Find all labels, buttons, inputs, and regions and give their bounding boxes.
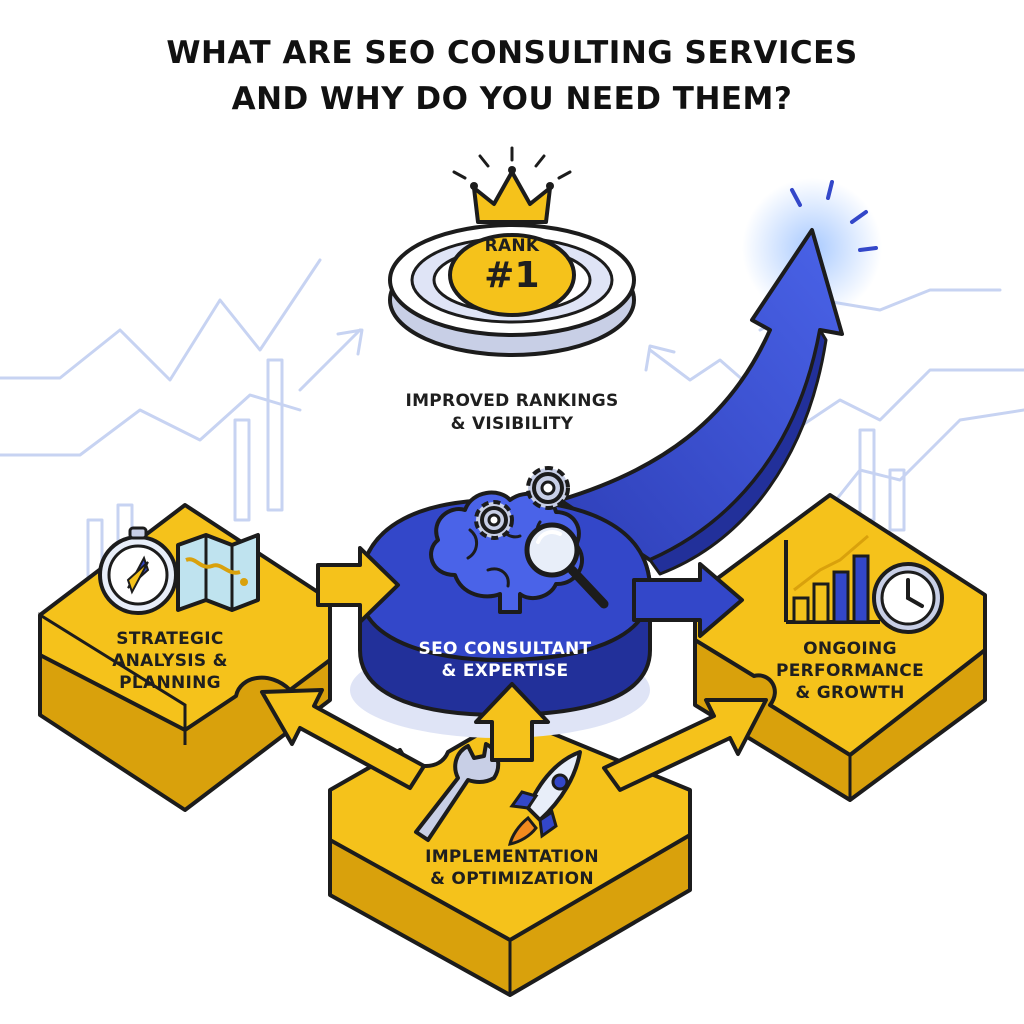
title-line-1: WHAT ARE SEO CONSULTING SERVICES [166, 35, 858, 71]
growth-puzzle-piece [693, 493, 987, 802]
implementation-label-line-1: IMPLEMENTATION [425, 847, 599, 867]
clock-icon [872, 562, 944, 634]
consultant-label-line-2: & EXPERTISE [441, 661, 569, 681]
growth-label-line-2: PERFORMANCE [775, 661, 924, 681]
title-line-2: AND WHY DO YOU NEED THEM? [231, 81, 793, 117]
goal-caption-line-1: IMPROVED RANKINGS [405, 391, 619, 411]
page-title: WHAT ARE SEO CONSULTING SERVICES AND WHY… [0, 30, 1024, 122]
strategy-label-line-3: PLANNING [119, 673, 221, 693]
growth-label: ONGOING PERFORMANCE & GROWTH [760, 638, 940, 704]
consultant-label-line-1: SEO CONSULTANT [418, 639, 592, 659]
compass-icon [98, 526, 178, 615]
growth-arrow [558, 178, 882, 576]
map-icon [176, 533, 260, 612]
goal-caption: IMPROVED RANKINGS & VISIBILITY [372, 390, 652, 436]
strategy-label-line-2: ANALYSIS & [112, 651, 228, 671]
arrow-consultant-to-growth [632, 562, 744, 638]
goal-caption-line-2: & VISIBILITY [450, 414, 574, 434]
rocket-icon [507, 750, 582, 846]
arrow-implementation-to-strategy [260, 688, 426, 790]
implementation-label: IMPLEMENTATION & OPTIMIZATION [400, 846, 624, 890]
arrow-implementation-to-growth [602, 698, 768, 792]
arrow-implementation-to-consultant [474, 682, 550, 762]
magnifier-icon [524, 522, 609, 609]
arrow-strategy-to-consultant [316, 546, 400, 624]
rank-number-text: #1 [484, 255, 540, 296]
strategy-label: STRATEGIC ANALYSIS & PLANNING [95, 628, 245, 694]
growth-label-line-1: ONGOING [803, 639, 897, 659]
growth-label-line-3: & GROWTH [795, 683, 905, 703]
strategy-label-line-1: STRATEGIC [116, 629, 224, 649]
consultant-label: SEO CONSULTANT & EXPERTISE [400, 638, 610, 682]
rank-number: #1 [452, 256, 572, 296]
brain-icon [429, 490, 584, 614]
crown-icon [452, 146, 572, 224]
rank-label: RANK [452, 236, 572, 256]
bar-chart-icon [784, 534, 880, 624]
gear-icon [474, 466, 570, 540]
rank-text: RANK [484, 236, 540, 256]
rank-target [388, 223, 636, 357]
implementation-label-line-2: & OPTIMIZATION [430, 869, 594, 889]
